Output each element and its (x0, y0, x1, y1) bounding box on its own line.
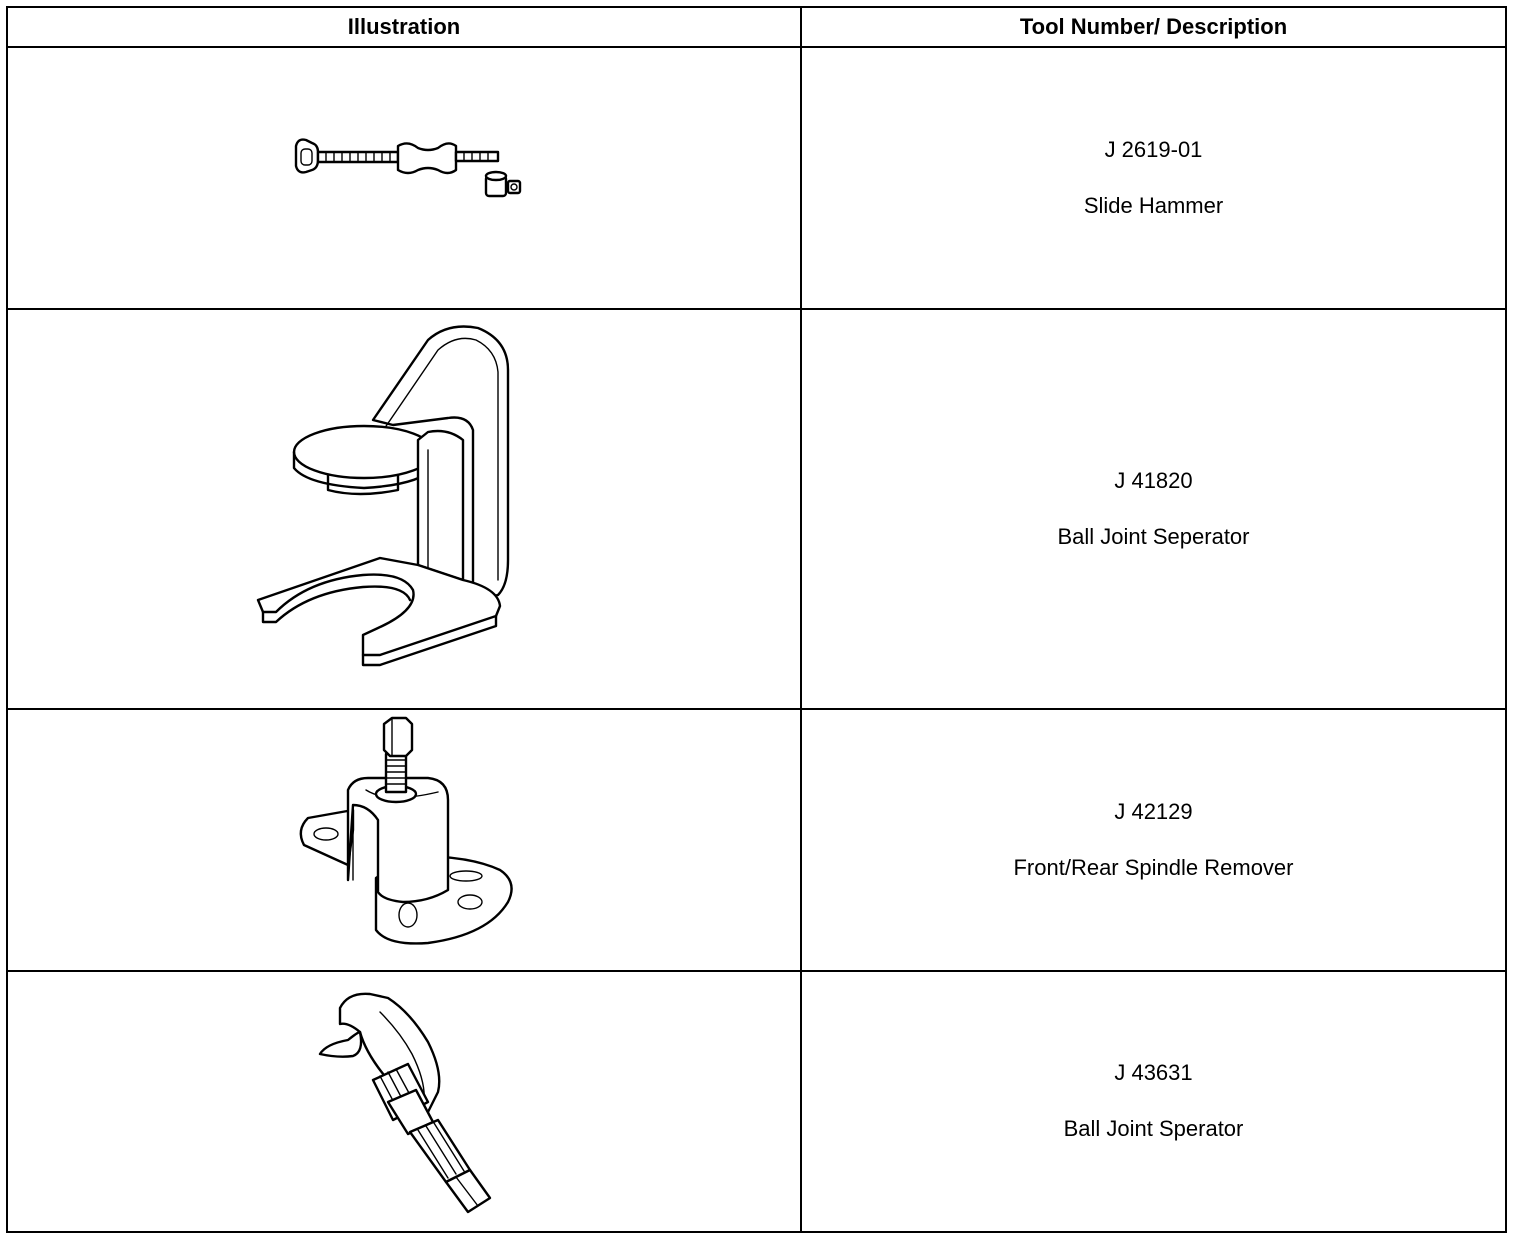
tool-description-cell: J 42129 Front/Rear Spindle Remover (800, 708, 1507, 972)
tool-number: J 43631 (1114, 1060, 1193, 1086)
header-illustration: Illustration (6, 6, 802, 48)
tool-description-cell: J 43631 Ball Joint Sperator (800, 969, 1507, 1234)
illustration-cell (6, 308, 802, 711)
tool-number: J 2619-01 (1104, 137, 1203, 163)
tool-number: J 42129 (1114, 799, 1193, 824)
ball-joint-separator-icon (256, 325, 510, 667)
slide-hammer-icon (294, 138, 522, 198)
tool-description: Slide Hammer (1083, 193, 1224, 219)
table-row: J 43631 Ball Joint Sperator (6, 969, 1507, 1234)
tool-description: Ball Joint Sperator (1063, 1116, 1244, 1142)
spindle-remover-icon (299, 717, 513, 945)
header-row: Illustration Tool Number/ Description (6, 6, 1507, 48)
tool-description: Front/Rear Spindle Remover (1013, 855, 1294, 880)
header-tool-description: Tool Number/ Description (800, 6, 1507, 48)
table-row: J 41820 Ball Joint Seperator (6, 308, 1507, 711)
tool-description: Ball Joint Seperator (1057, 524, 1250, 550)
illustration-cell (6, 969, 802, 1234)
illustration-cell (6, 45, 802, 311)
illustration-cell (6, 708, 802, 972)
tool-description-cell: J 41820 Ball Joint Seperator (800, 308, 1507, 711)
tool-table: Illustration Tool Number/ Description (6, 6, 1507, 1234)
tool-description-cell: J 2619-01 Slide Hammer (800, 45, 1507, 311)
ball-joint-sperator-icon (318, 992, 492, 1213)
tool-number: J 41820 (1114, 468, 1193, 494)
table-row: J 2619-01 Slide Hammer (6, 45, 1507, 311)
table-row: J 42129 Front/Rear Spindle Remover (6, 708, 1507, 972)
